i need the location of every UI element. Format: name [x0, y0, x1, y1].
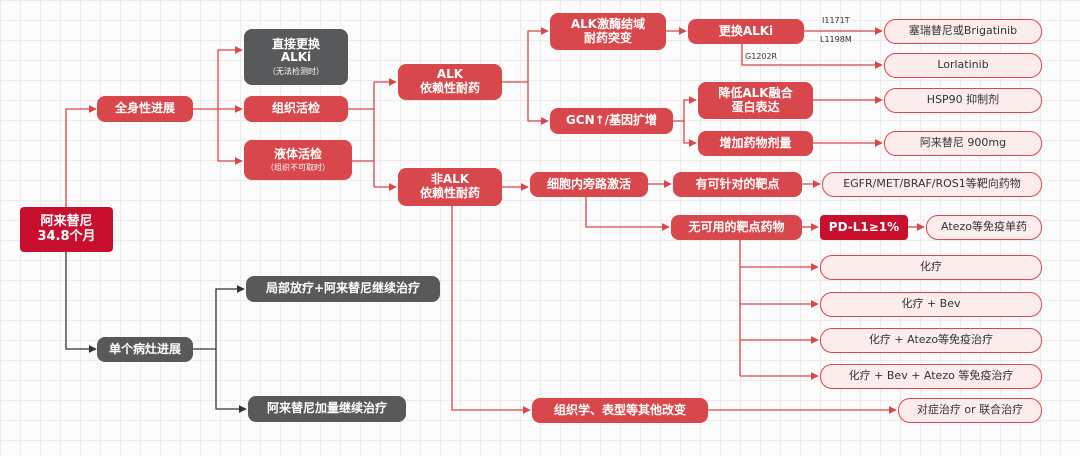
hsp90-label: HSP90 抑制剂: [926, 93, 1000, 107]
chemo-atezo-node: 化疗 + Atezo等免疫治疗: [820, 328, 1042, 353]
chemo-bev-atezo-node: 化疗 + Bev + Atezo 等免疫治疗: [820, 364, 1042, 389]
bypass-label: 细胞内旁路激活: [546, 176, 631, 191]
chemo-bev-label: 化疗 + Bev: [901, 297, 961, 311]
histology-node: 组织学、表型等其他改变: [532, 398, 708, 423]
lorlatinib-node: Lorlatinib: [884, 53, 1042, 78]
chemo-node: 化疗: [820, 255, 1042, 280]
liquid-biopsy-node: 液体活检 （组织不可取时）: [244, 140, 352, 180]
reduce-fusion-node: 降低ALK融合 蛋白表达: [698, 82, 813, 119]
systemic-progression-node: 全身性进展: [97, 96, 193, 122]
gcn-node: GCN↑/基因扩增: [550, 108, 673, 134]
mutation-l1198m: L1198M: [820, 35, 852, 44]
egfr-node: EGFR/MET/BRAF/ROS1等靶向药物: [822, 172, 1042, 197]
alectinib-900-node: 阿来替尼 900mg: [884, 131, 1042, 156]
chemo-atezo-label: 化疗 + Atezo等免疫治疗: [868, 333, 994, 347]
has-target-node: 有可针对的靶点: [673, 172, 802, 197]
single-lesion-label: 单个病灶进展: [108, 341, 181, 356]
symptomatic-node: 对症治疗 or 联合治疗: [898, 398, 1042, 423]
root-line2: 34.8个月: [37, 228, 96, 244]
edge-alk-gcn: [527, 82, 549, 125]
pdl1-label: PD-L1≥1%: [828, 219, 900, 234]
atezo-mono-label: Atezo等免疫单药: [941, 220, 1027, 234]
alk-dep-line1: ALK: [436, 67, 464, 82]
kinase-mut-line1: ALK激酶结域: [570, 16, 646, 31]
increase-dose-node: 增加药物剂量: [698, 131, 813, 156]
increase-alectinib-node: 阿来替尼加量继续治疗: [248, 396, 406, 422]
reduce-fusion-line2: 蛋白表达: [731, 99, 780, 114]
mutation-g1202r: G1202R: [745, 52, 778, 61]
liquid-biopsy-sub: （组织不可取时）: [266, 163, 330, 173]
root-node: 阿来替尼 34.8个月: [20, 207, 113, 252]
chemo-label: 化疗: [920, 260, 942, 274]
chemo-bev-atezo-label: 化疗 + Bev + Atezo 等免疫治疗: [848, 369, 1014, 383]
local-rt-label: 局部放疗+阿来替尼继续治疗: [265, 281, 421, 296]
mutation-i1171t: I1171T: [822, 16, 850, 25]
non-alk-line2: 依赖性耐药: [419, 186, 480, 200]
root-line1: 阿来替尼: [40, 213, 93, 229]
no-target-label: 无可用的靶点药物: [688, 219, 785, 234]
edge-systemic-liquid: [217, 109, 243, 165]
non-alk-node: 非ALK 依赖性耐药: [398, 168, 502, 206]
local-rt-node: 局部放疗+阿来替尼继续治疗: [246, 276, 440, 302]
increase-dose-label: 增加药物剂量: [719, 135, 792, 150]
edge-alk-kinase: [502, 27, 549, 83]
chemo-bev-node: 化疗 + Bev: [820, 292, 1042, 317]
gcn-label: GCN↑/基因扩增: [565, 113, 658, 128]
switch-alki-label: 更换ALKi: [718, 23, 774, 38]
non-alk-line1: 非ALK: [430, 172, 470, 187]
symptomatic-label: 对症治疗 or 联合治疗: [916, 403, 1024, 417]
alectinib-900-label: 阿来替尼 900mg: [919, 136, 1007, 150]
direct-switch-node: 直接更换 ALKi （无法检测时）: [244, 29, 348, 85]
ceritinib-label: 塞瑞替尼或Brigatinib: [908, 24, 1018, 38]
hsp90-node: HSP90 抑制剂: [884, 88, 1042, 113]
systemic-label: 全身性进展: [114, 101, 175, 116]
ceritinib-node: 塞瑞替尼或Brigatinib: [884, 19, 1042, 44]
kinase-mutation-node: ALK激酶结域 耐药突变: [550, 13, 666, 50]
bypass-node: 细胞内旁路激活: [530, 172, 648, 197]
increase-alec-label: 阿来替尼加量继续治疗: [266, 401, 387, 416]
alk-dependent-node: ALK 依赖性耐药: [398, 64, 502, 100]
direct-switch-line1: 直接更换: [271, 36, 320, 51]
edge-root-single: [65, 252, 97, 353]
switch-alki-node: 更换ALKi: [688, 19, 804, 44]
lorlatinib-label: Lorlatinib: [937, 58, 989, 72]
has-target-label: 有可针对的靶点: [695, 176, 780, 191]
egfr-label: EGFR/MET/BRAF/ROS1等靶向药物: [843, 177, 1021, 191]
direct-switch-sub: （无法检测时）: [268, 67, 324, 77]
direct-switch-line2: ALKi: [280, 50, 312, 65]
atezo-mono-node: Atezo等免疫单药: [926, 215, 1042, 240]
edge-root-systemic: [65, 105, 97, 207]
single-lesion-node: 单个病灶进展: [97, 337, 193, 362]
histology-label: 组织学、表型等其他改变: [553, 402, 686, 417]
liquid-biopsy-label: 液体活检: [273, 146, 322, 161]
tissue-biopsy-node: 组织活检: [244, 96, 348, 122]
pdl1-node: PD-L1≥1%: [820, 215, 908, 240]
reduce-fusion-line1: 降低ALK融合: [718, 85, 793, 100]
kinase-mut-line2: 耐药突变: [583, 30, 632, 45]
no-target-node: 无可用的靶点药物: [671, 215, 802, 240]
edge-systemic-direct: [193, 46, 243, 110]
alk-dep-line2: 依赖性耐药: [419, 81, 480, 95]
tissue-biopsy-label: 组织活检: [271, 101, 320, 116]
